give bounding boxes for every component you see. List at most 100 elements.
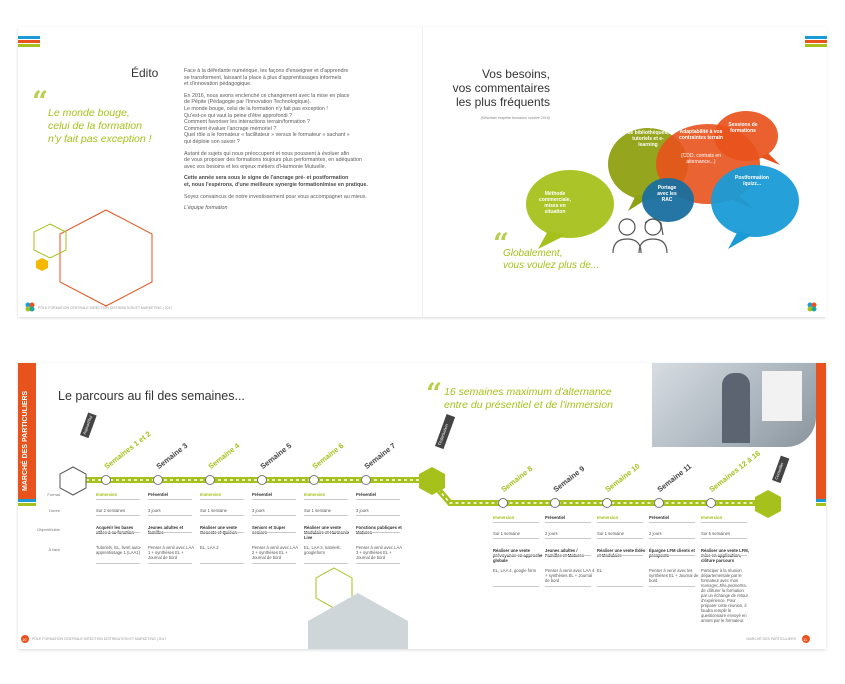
cell-underline: [356, 499, 400, 500]
cell-duree: 3 jours: [356, 508, 369, 513]
cell-afaire: Penser à venir avec LAA 1 + synthèses EL…: [148, 545, 194, 560]
footer-left: PÔLE FORMATION CENTRALE DIRECTION DISTRI…: [32, 637, 167, 641]
cell-objectif: Acquérir les bases utiles à sa fonction: [96, 525, 134, 535]
cell-duree: Sur 1 semaine: [493, 531, 520, 536]
cell-underline: [356, 515, 400, 516]
cell-underline: [493, 538, 539, 539]
logo-icon: [807, 302, 817, 312]
bubble-label: Mise à disposition de bibliothèques, tut…: [626, 124, 670, 148]
cell-underline: [148, 515, 192, 516]
bubble-label: (CDD, contrats en alternance...): [680, 153, 721, 165]
body-line: de vous proposer des formations toujours…: [184, 157, 362, 164]
cell-underline: [649, 538, 695, 539]
body-line: En 2016, nous avons enclenché ce changem…: [184, 92, 350, 99]
cell-underline: [148, 499, 192, 500]
cell-underline: [252, 515, 296, 516]
cell-format: Immersion: [493, 515, 515, 520]
conclusion-line: Globalement,: [503, 248, 563, 259]
footer-right: MARCHÉ DES PARTICULIERS: [746, 637, 796, 641]
cell-duree: 3 jours: [252, 508, 265, 513]
people-icon: [612, 218, 668, 254]
cell-format: Immersion: [597, 515, 619, 520]
body-line: Quel rôle a le formateur « facilitateur …: [184, 132, 350, 139]
title-line: 16 semaines maximum d'alternance: [444, 386, 612, 398]
edito-page: Édito “ Le monde bouge, celui de la form…: [18, 27, 422, 317]
cell-underline: [148, 532, 192, 533]
body-line: et, nous l'espérons, d'une meilleure syn…: [184, 181, 368, 188]
quote-line: celui de la formation: [48, 120, 142, 132]
body-line: Comment favoriser les interactions terra…: [184, 119, 310, 126]
cell-underline: [96, 515, 140, 516]
color-stripe: [18, 44, 40, 47]
cell-afaire: Penser à venir avec les synthèses EL + J…: [649, 568, 699, 583]
cell-afaire: EL, LAA 2: [200, 545, 219, 550]
week-node: [602, 498, 612, 508]
color-stripe: [18, 40, 40, 43]
cell-underline: [252, 563, 296, 564]
page-number: 11: [803, 636, 808, 642]
body-line: L'équipe formation: [184, 205, 228, 212]
bubble-label: Sessions de formations: [728, 122, 758, 134]
cell-underline: [493, 586, 539, 587]
body-line: se transforment, laissant la place à plu…: [184, 74, 342, 81]
page-number-right: 11: [802, 635, 810, 643]
row-label: Durée: [49, 508, 60, 513]
cell-objectif: Réaliser une vente Conecte et Quiéon: [200, 525, 238, 535]
body-line: Qu'est-ce qui vaut la peine d'être appro…: [184, 112, 293, 119]
cell-underline: [252, 499, 296, 500]
body-line: avec vos besoins et les enjeux métiers d…: [184, 163, 327, 170]
cell-afaire: Penser à venir avec LAA 3 + synthèses EL…: [356, 545, 402, 560]
cell-underline: [304, 563, 348, 564]
quote-line: n'y fait pas exception !: [48, 133, 152, 145]
color-stripe: [18, 36, 40, 39]
classroom-photo: [652, 363, 816, 447]
body-line: de Pépite (Pédagogie par l'Innovation Te…: [184, 99, 311, 106]
cell-underline: [356, 563, 400, 564]
needs-source: (Résultats enquête formation octobre 201…: [480, 116, 550, 120]
speech-bubbles: [526, 111, 799, 249]
cell-underline: [200, 515, 244, 516]
needs-title: Vos besoins, vos commentaires les plus f…: [453, 67, 550, 109]
body-line: et d'innovation pédagogique.: [184, 81, 252, 88]
cell-underline: [597, 538, 643, 539]
week-node: [205, 475, 215, 485]
color-stripe: [816, 503, 826, 506]
week-node: [654, 498, 664, 508]
cell-objectif: Fonctions publiques et Matures: [356, 525, 402, 535]
cell-duree: Sur 1 semaine: [597, 531, 624, 536]
parcours-title: Le parcours au fil des semaines...: [58, 389, 245, 403]
footer-left: PÔLE FORMATION CENTRALE DIRECTION DISTRI…: [38, 306, 173, 310]
top-spread: Édito “ Le monde bouge, celui de la form…: [18, 27, 827, 317]
cell-underline: [200, 563, 244, 564]
cell-underline: [493, 555, 539, 556]
cell-underline: [701, 555, 747, 556]
cell-duree: 3 jours: [148, 508, 161, 513]
cell-afaire: EL: [597, 568, 603, 573]
color-stripe: [805, 44, 827, 47]
cell-afaire: Penser à venir avec LAA 2 + synthèses EL…: [252, 545, 298, 560]
body-line: qui déploie son savoir ?: [184, 138, 240, 145]
cell-underline: [545, 522, 591, 523]
cell-format: Présentiel: [148, 492, 169, 497]
title-line: vos commentaires: [452, 81, 550, 95]
color-stripe: [816, 499, 826, 502]
body-line: Autant de sujets qui nous préoccupent et…: [184, 150, 350, 157]
cell-underline: [701, 538, 747, 539]
color-stripe: [18, 503, 36, 506]
cell-duree: Sur 5 semaines: [701, 531, 731, 536]
cell-underline: [252, 532, 296, 533]
week-node: [498, 498, 508, 508]
cell-afaire: Participer à la réunion départementale p…: [701, 568, 749, 623]
side-tab: MARCHÉ DES PARTICULIERS: [18, 363, 36, 499]
week-node: [706, 498, 716, 508]
conclusion-line: vous voulez plus de...: [503, 260, 600, 271]
body-line: Soyez convaincus de notre investissement…: [184, 193, 367, 200]
cell-underline: [597, 555, 643, 556]
body-line: Comment évaluer l'ancrage mémoriel ?: [184, 125, 277, 132]
timeline: [59, 466, 781, 649]
week-node: [153, 475, 163, 485]
cell-format: Présentiel: [545, 515, 566, 520]
cell-objectif: Jeunes adultes et familles: [148, 525, 184, 535]
cell-duree: 2 jours: [545, 531, 558, 536]
week-node: [550, 498, 560, 508]
